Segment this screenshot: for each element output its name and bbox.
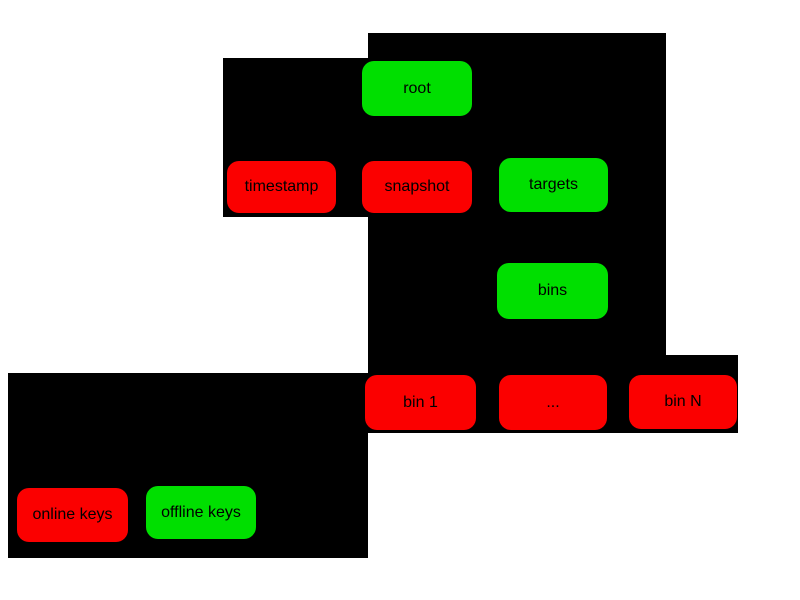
- node-bins: bins: [497, 263, 608, 319]
- node-offline-keys: offline keys: [146, 486, 256, 539]
- node-targets-label: targets: [529, 176, 578, 193]
- node-targets: targets: [499, 158, 608, 212]
- node-offline-keys-label: offline keys: [161, 503, 241, 521]
- node-snapshot-label: snapshot: [384, 178, 450, 195]
- node-online-keys: online keys: [17, 488, 128, 542]
- node-snapshot: snapshot: [362, 161, 472, 213]
- node-bin-1: bin 1: [365, 375, 476, 430]
- node-bins-label: bins: [537, 282, 568, 299]
- node-root-label: root: [403, 79, 431, 97]
- node-online-keys-label: online keys: [32, 506, 113, 523]
- node-timestamp-label: timestamp: [244, 178, 319, 195]
- node-root: root: [362, 61, 472, 116]
- node-bin-n: bin N: [629, 375, 737, 429]
- node-bin-n-label: bin N: [664, 393, 702, 410]
- node-timestamp: timestamp: [227, 161, 336, 213]
- node-bin-ellipsis: ...: [499, 375, 607, 430]
- node-bin-1-label: bin 1: [403, 393, 438, 411]
- node-bin-ellipsis-label: ...: [546, 393, 560, 411]
